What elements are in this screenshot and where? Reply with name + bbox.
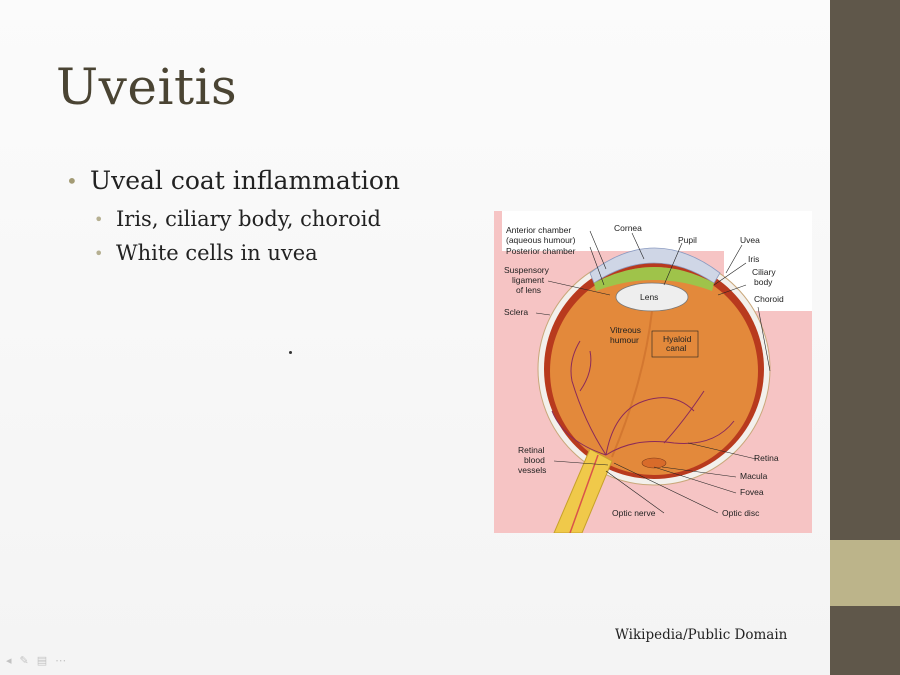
- eye-anatomy-diagram: Anterior chamber (aqueous humour) Poster…: [494, 211, 812, 533]
- retinal-vessels: [551, 340, 735, 456]
- slide-title: Uveitis: [56, 58, 238, 116]
- stray-dot: [289, 351, 292, 354]
- bullet-level2: • White cells in uvea: [94, 241, 400, 265]
- label-optic-nerve: Optic nerve: [612, 508, 656, 518]
- bullet-marker: •: [66, 168, 78, 193]
- label-uvea: Uvea: [740, 235, 760, 245]
- optic-nerve-shape: [553, 448, 613, 533]
- more-icon[interactable]: ⋯: [55, 654, 67, 667]
- diagram-edge: [494, 211, 502, 533]
- macula-shape: [641, 457, 667, 469]
- label-fovea: Fovea: [740, 487, 764, 497]
- sidebar-band-bottom: [830, 606, 900, 675]
- slideshow-toolbar: ◂ ✎ ▤ ⋯: [6, 654, 66, 667]
- label-canal: canal: [666, 343, 686, 353]
- label-hyaloid: Hyaloid: [663, 334, 692, 344]
- label-vessels: vessels: [518, 465, 546, 475]
- bullet-level1: • Uveal coat inflammation: [66, 166, 400, 195]
- bullet-text: Iris, ciliary body, choroid: [116, 207, 381, 231]
- bullet-text: White cells in uvea: [116, 241, 318, 265]
- bullet-marker: •: [94, 243, 104, 263]
- label-lens: Lens: [640, 292, 658, 302]
- sidebar-band-top: [830, 0, 900, 540]
- label-vitreous: Vitreous: [610, 325, 641, 335]
- label-suspensory: Suspensory: [504, 265, 550, 275]
- label-posterior-chamber: Posterior chamber: [506, 246, 576, 256]
- image-credit: Wikipedia/Public Domain: [615, 627, 788, 643]
- slide-canvas: Uveitis • Uveal coat inflammation • Iris…: [0, 0, 830, 675]
- iris-shape: [594, 267, 714, 291]
- label-blood: blood: [524, 455, 545, 465]
- leader-lines: [535, 230, 771, 514]
- label-of-lens: of lens: [516, 285, 541, 295]
- bullet-text: Uveal coat inflammation: [90, 166, 400, 195]
- sidebar-band-accent: [830, 540, 900, 606]
- hyaloid-canal-shape: [611, 310, 653, 458]
- label-optic-disc: Optic disc: [722, 508, 760, 518]
- label-humour: humour: [610, 335, 639, 345]
- label-anterior-chamber: Anterior chamber: [506, 225, 571, 235]
- label-ciliary-body: body: [754, 277, 773, 287]
- bullet-marker: •: [94, 209, 104, 229]
- label-retinal: Retinal: [518, 445, 545, 455]
- hyaloid-label-box: [651, 330, 699, 358]
- cornea-shape: [589, 247, 721, 284]
- bullet-list: • Uveal coat inflammation • Iris, ciliar…: [66, 166, 400, 275]
- central-artery: [569, 454, 599, 533]
- label-sclera: Sclera: [504, 307, 528, 317]
- label-ciliary: Ciliary: [752, 267, 776, 277]
- label-iris: Iris: [748, 254, 759, 264]
- slides-icon[interactable]: ▤: [36, 654, 48, 667]
- label-cornea: Cornea: [614, 223, 642, 233]
- prev-arrow-icon[interactable]: ◂: [6, 654, 12, 667]
- label-pupil: Pupil: [678, 235, 697, 245]
- label-ligament: ligament: [512, 275, 545, 285]
- label-aqueous-humour: (aqueous humour): [506, 235, 576, 245]
- bullet-level2: • Iris, ciliary body, choroid: [94, 207, 400, 231]
- label-choroid: Choroid: [754, 294, 784, 304]
- vitreous-shape: [550, 267, 758, 475]
- label-retina: Retina: [754, 453, 779, 463]
- label-macula: Macula: [740, 471, 768, 481]
- pen-icon[interactable]: ✎: [19, 654, 29, 667]
